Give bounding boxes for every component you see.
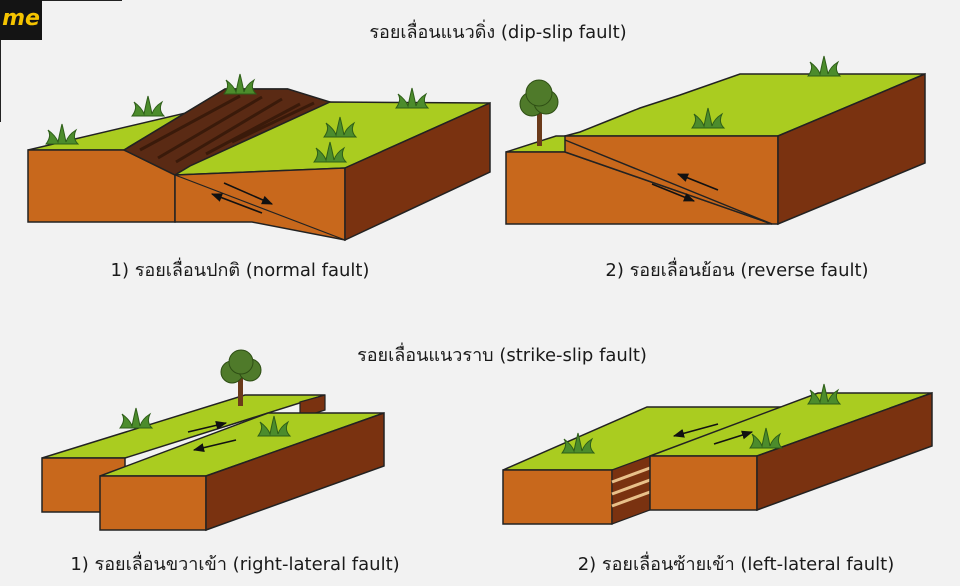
normal-fault-caption: 1) รอยเลื่อนปกติ (normal fault) [110,260,370,281]
left-block-front [502,469,613,525]
reverse-fault-diagram [505,55,926,226]
right-lateral-caption: 1) รอยเลื่อนขวาเข้า (right-lateral fault… [70,554,400,575]
reverse-arrow-up [676,173,719,191]
me-logo: me [0,0,42,40]
normal-hangingwall-front [174,167,346,241]
reverse-fault-caption: 2) รอยเลื่อนย้อน (reverse fault) [605,260,869,281]
right-block-front [649,455,758,511]
right-front-block-side [205,411,385,532]
right-front-block-front [99,475,207,531]
reverse-arrow-down [651,183,696,202]
dip-slip-heading: รอยเลื่อนแนวดิ่ง (dip-slip fault) [369,22,627,43]
right-block-side [756,391,933,512]
normal-arrow-up [210,193,263,214]
reverse-tree [519,79,559,146]
left-arrow-right [713,430,754,445]
left-arrow-left [672,423,719,438]
normal-arrow-down [223,182,274,205]
normal-hangingwall-side [344,101,491,242]
reverse-hangingwall-side [777,72,926,226]
left-lateral-fault-diagram [502,383,933,525]
right-arrow-right [187,420,228,433]
corner-divider-horizontal [42,0,122,1]
reverse-hangingwall-front [564,135,779,225]
strike-slip-heading: รอยเลื่อนแนวราบ (strike-slip fault) [357,345,647,366]
normal-fault-diagram [27,73,491,242]
left-lateral-caption: 2) รอยเลื่อนซ้ายเข้า (left-lateral fault… [577,554,895,575]
right-lateral-fault-diagram [41,349,385,532]
right-arrow-left [192,439,237,453]
corner-divider-vertical [0,40,1,122]
right-tree [220,349,262,406]
